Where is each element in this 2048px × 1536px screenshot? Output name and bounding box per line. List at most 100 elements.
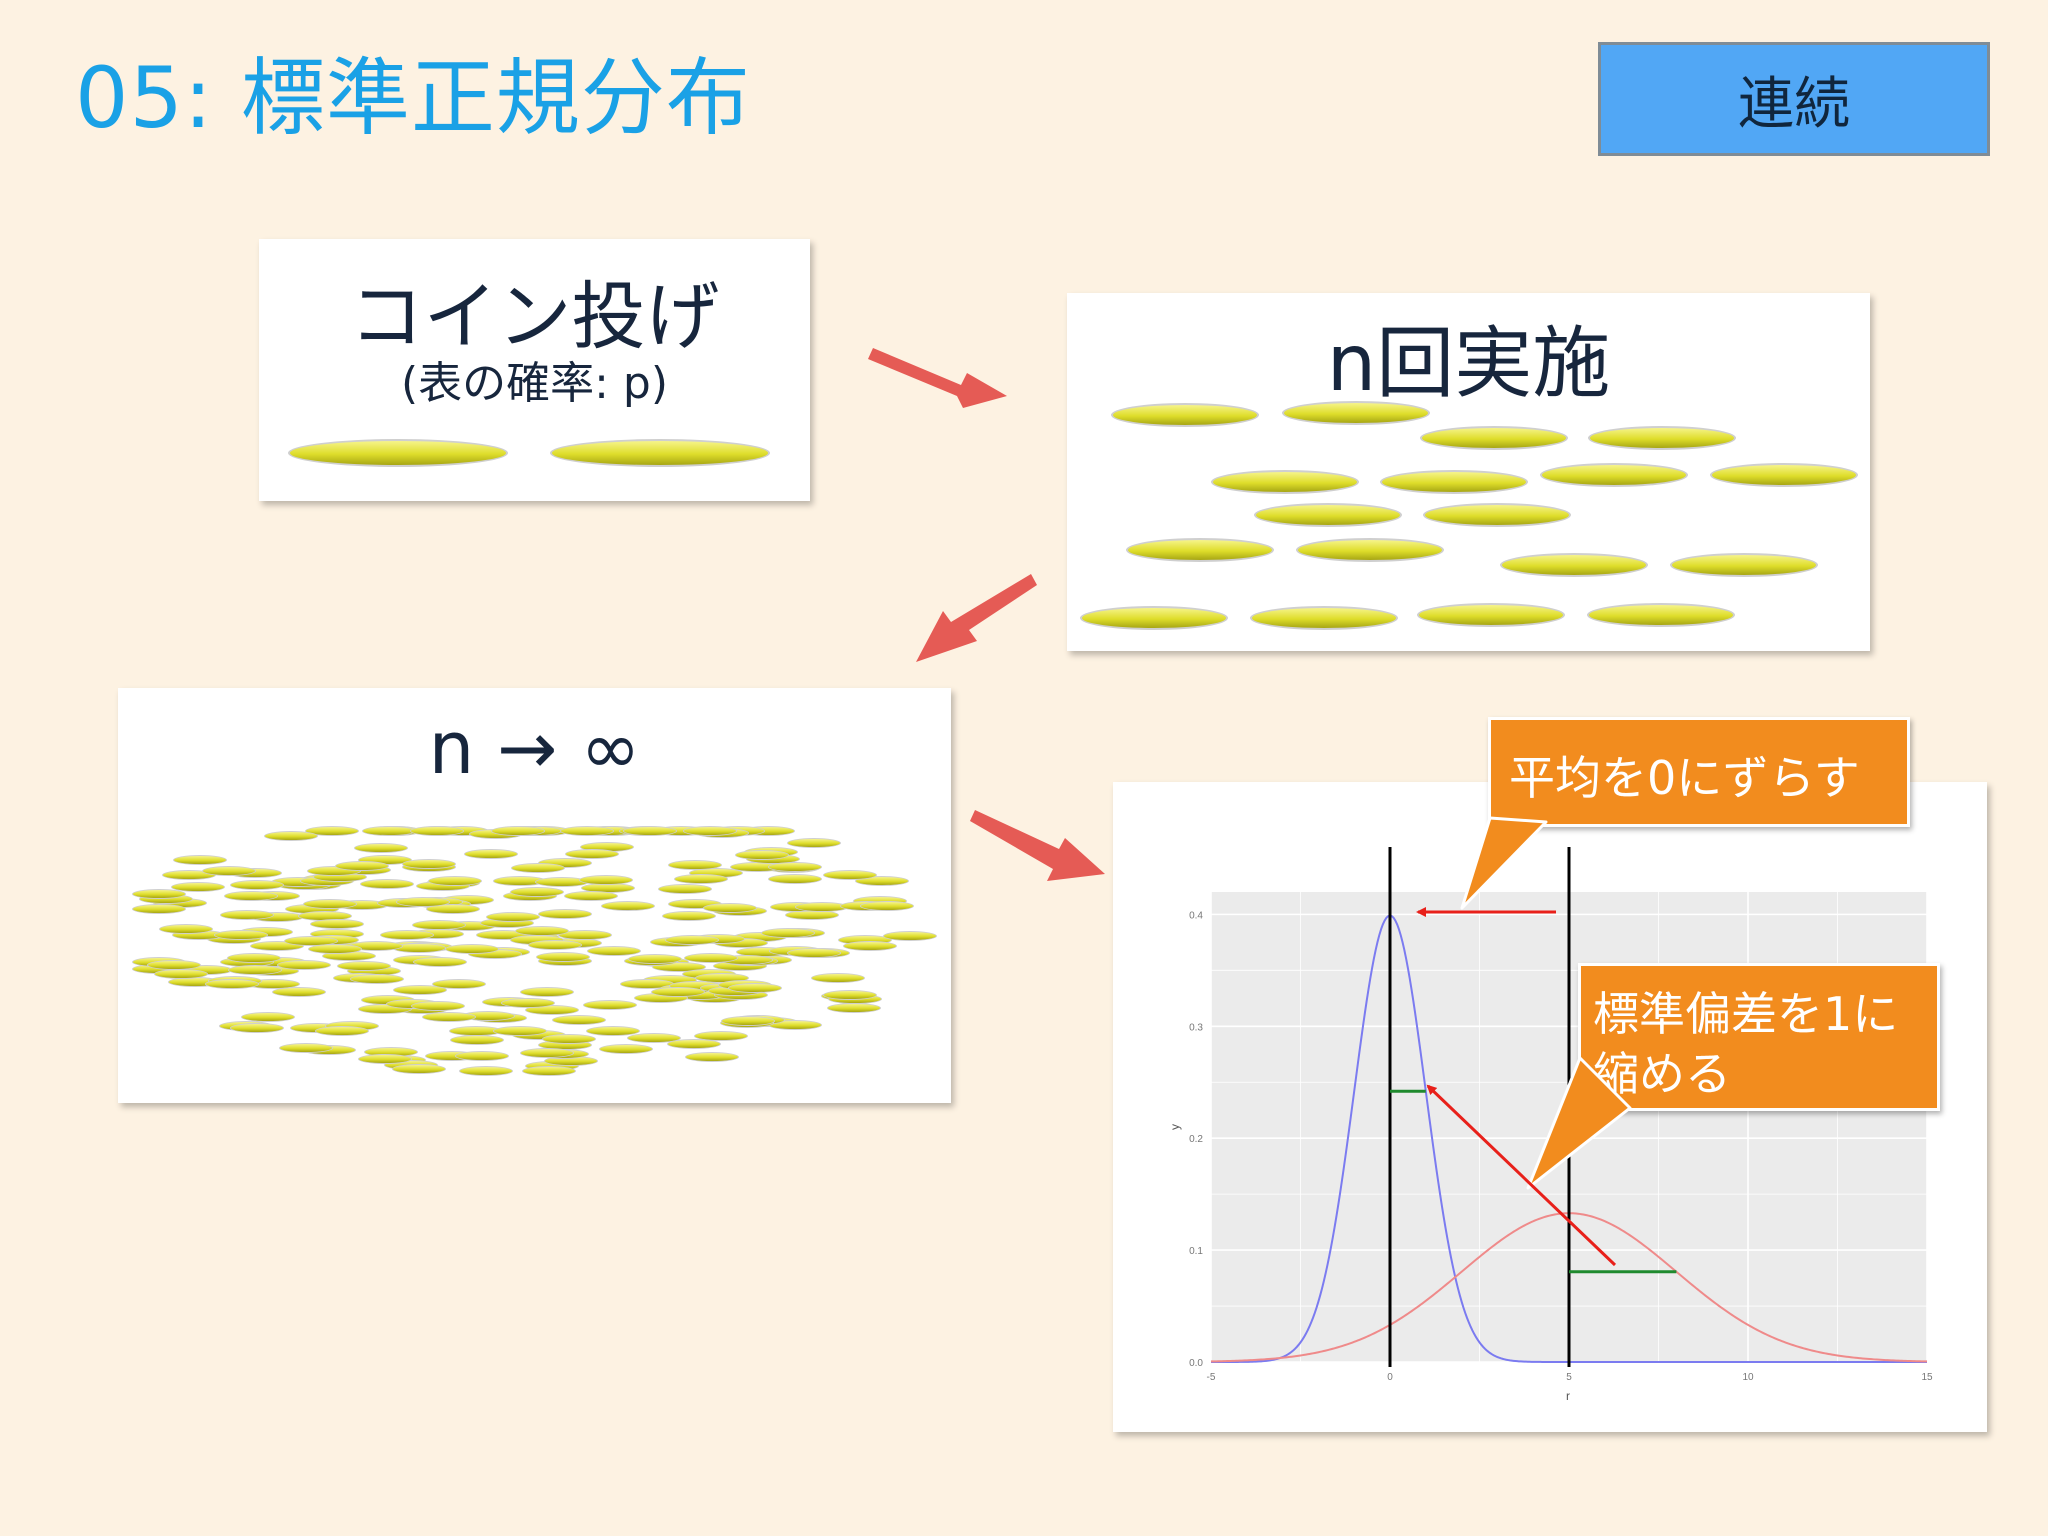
coin <box>1254 503 1402 527</box>
scale-sd-text-line1: 標準偏差を1に <box>1593 978 1898 1044</box>
coin <box>768 874 822 884</box>
coin <box>843 941 897 951</box>
coin <box>823 870 877 880</box>
coin <box>683 826 737 836</box>
coin <box>315 1026 369 1036</box>
coin <box>761 928 815 938</box>
coin <box>154 969 208 979</box>
coin <box>528 940 582 950</box>
coin <box>550 439 770 467</box>
coin <box>542 1034 596 1044</box>
continuous-badge: 連続 <box>1598 42 1990 156</box>
coin <box>522 1066 576 1076</box>
coin <box>459 1066 513 1076</box>
coin <box>380 930 434 940</box>
coin <box>1587 603 1735 627</box>
scale-sd-callout: 標準偏差を1に 縮める <box>1578 963 1940 1111</box>
coin <box>205 979 259 989</box>
n-trials-panel: n回実施 <box>1067 293 1870 651</box>
coin <box>728 983 782 993</box>
x-tick-label: 0 <box>1387 1372 1393 1383</box>
coin <box>1500 553 1648 577</box>
coin <box>264 831 318 841</box>
slide-title: 05: 標準正規分布 <box>75 52 751 144</box>
coin <box>685 1052 739 1062</box>
coin <box>288 439 508 467</box>
coin <box>308 944 362 954</box>
coin <box>827 1003 881 1013</box>
coin <box>1126 538 1274 562</box>
coin <box>422 1012 476 1022</box>
coin <box>623 826 677 836</box>
coin <box>432 979 486 989</box>
coin <box>1250 606 1398 630</box>
coin <box>1423 503 1571 527</box>
x-tick-label: 10 <box>1742 1372 1754 1383</box>
coin <box>1380 470 1528 494</box>
scale-sd-text-line2: 縮める <box>1593 1038 1731 1104</box>
coin <box>1540 463 1688 487</box>
shift-mean-callout: 平均を0にずらす <box>1488 717 1910 827</box>
coin <box>486 912 540 922</box>
coin <box>350 974 404 984</box>
coin <box>564 891 618 901</box>
coin <box>1111 403 1259 427</box>
coin <box>667 1039 721 1049</box>
coin <box>411 1001 465 1011</box>
shift-mean-text: 平均を0にずらす <box>1509 742 1860 808</box>
coin <box>493 1026 547 1036</box>
coin <box>1670 553 1818 577</box>
y-axis-label: y <box>1168 1124 1182 1130</box>
y-tick-label: 0.2 <box>1189 1134 1203 1145</box>
y-tick-label: 0.3 <box>1189 1022 1203 1033</box>
coin <box>272 987 326 997</box>
n-trials-title: n回実施 <box>1067 301 1870 413</box>
coin <box>410 826 464 836</box>
coin <box>1080 606 1228 630</box>
x-tick-label: -5 <box>1207 1372 1216 1383</box>
coin <box>202 866 256 876</box>
coin <box>228 965 282 975</box>
coin <box>583 1000 637 1010</box>
coin <box>560 826 614 836</box>
coin <box>1282 401 1430 425</box>
coin <box>811 973 865 983</box>
coin <box>303 899 357 909</box>
coin <box>428 876 482 886</box>
coin <box>310 919 364 929</box>
y-tick-label: 0.4 <box>1189 910 1203 921</box>
coin <box>412 920 466 930</box>
coin <box>464 849 518 859</box>
coin <box>132 904 186 914</box>
coin <box>662 911 716 921</box>
y-tick-label: 0.1 <box>1189 1246 1203 1257</box>
y-tick-label: 0.0 <box>1189 1358 1203 1369</box>
coin <box>565 849 619 859</box>
coin-swarm <box>118 688 951 1103</box>
coin <box>1417 603 1565 627</box>
coin-toss-subtitle: (表の確率: p) <box>259 347 810 411</box>
coin <box>392 1064 446 1074</box>
coin <box>354 843 408 853</box>
coin <box>520 987 574 997</box>
coin <box>511 863 565 873</box>
x-tick-label: 5 <box>1566 1372 1572 1383</box>
coin <box>538 909 592 919</box>
flow-arrow-icon <box>970 810 1105 881</box>
coin <box>230 1023 284 1033</box>
coin <box>360 879 414 889</box>
coin <box>1710 463 1858 487</box>
coin <box>665 935 719 945</box>
coin <box>599 1044 653 1054</box>
coin <box>362 826 416 836</box>
coin <box>552 1015 606 1025</box>
coin <box>658 884 712 894</box>
coin <box>674 874 728 884</box>
coin <box>173 855 227 865</box>
coin <box>787 838 841 848</box>
coin <box>337 961 391 971</box>
coin <box>171 882 225 892</box>
coin <box>536 952 590 962</box>
coin <box>1211 470 1359 494</box>
flow-arrow-icon <box>868 348 1007 408</box>
